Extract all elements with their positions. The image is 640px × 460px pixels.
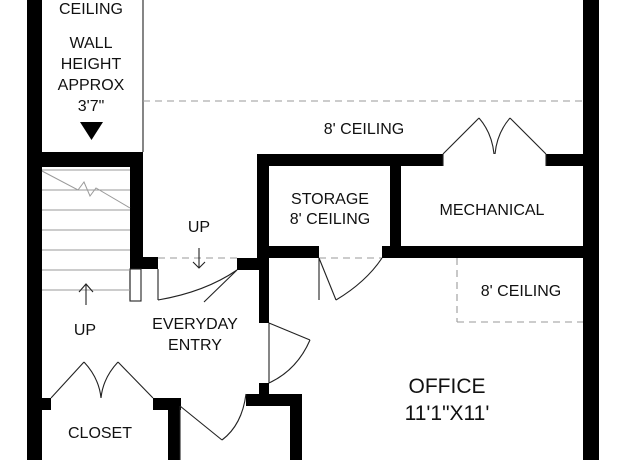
exterior-wall-left — [27, 0, 42, 460]
hall-door-icon — [157, 269, 238, 303]
label-ceiling-main: 8' CEILING — [324, 121, 404, 138]
mechanical-wall-top-right — [546, 154, 599, 166]
label-ceiling-office: 8' CEILING — [481, 283, 561, 300]
storage-wall-bottom-left — [257, 246, 319, 258]
label-everyday: EVERYDAY — [152, 316, 238, 333]
label-storage-ceiling: 8' CEILING — [290, 211, 370, 228]
label-storage: STORAGE — [291, 191, 369, 208]
label-office: OFFICE — [409, 375, 486, 398]
walls — [27, 0, 599, 460]
label-entry: ENTRY — [168, 337, 222, 354]
stair-wall-stub — [130, 257, 158, 269]
staircase — [41, 169, 131, 305]
closet-wall-right — [168, 398, 180, 460]
stair-newel — [129, 268, 142, 302]
closet-wall-top-left — [27, 398, 51, 410]
thin-lines — [129, 0, 270, 383]
wall-height-marker-icon — [80, 122, 103, 140]
office-door-icon — [268, 322, 311, 384]
label-ceiling-top: CEILING — [59, 1, 123, 18]
stair-break-line — [41, 170, 131, 209]
office-wall-bottom-post — [290, 394, 302, 460]
label-up-hall: UP — [188, 219, 210, 236]
hall-up-arrow-icon — [192, 248, 206, 269]
storage-wall-left — [257, 154, 269, 246]
office-wall-bottom-left — [246, 394, 302, 406]
mechanical-double-door-icon — [442, 117, 547, 166]
stair-wall-right — [130, 152, 143, 269]
storage-wall-top — [257, 154, 443, 166]
room-labels: CEILING WALL HEIGHT APPROX 3'7" 8' CEILI… — [58, 1, 562, 442]
exterior-wall-right — [583, 0, 599, 460]
label-mechanical: MECHANICAL — [440, 202, 545, 219]
label-wall-height-3: APPROX — [58, 77, 125, 94]
exterior-door-icon — [179, 393, 247, 460]
label-wall-height-2: HEIGHT — [61, 56, 122, 73]
alcove-wall — [27, 152, 143, 167]
doors — [50, 117, 547, 460]
office-wall-left — [259, 258, 269, 323]
closet-bifold-door-icon — [50, 361, 154, 399]
stair-up-arrow-icon — [78, 283, 94, 293]
label-office-dims: 11'1"X11' — [405, 402, 490, 425]
mechanical-wall-bottom — [390, 246, 599, 258]
mechanical-wall-left — [390, 154, 401, 258]
storage-door-icon — [318, 257, 383, 301]
office-wall-lower-stub — [259, 383, 269, 395]
label-wall-height-1: WALL — [70, 35, 113, 52]
ceiling-lines — [143, 100, 583, 323]
label-wall-height-4: 3'7" — [78, 98, 105, 115]
label-closet: CLOSET — [68, 425, 132, 442]
label-up-stair: UP — [74, 322, 96, 339]
